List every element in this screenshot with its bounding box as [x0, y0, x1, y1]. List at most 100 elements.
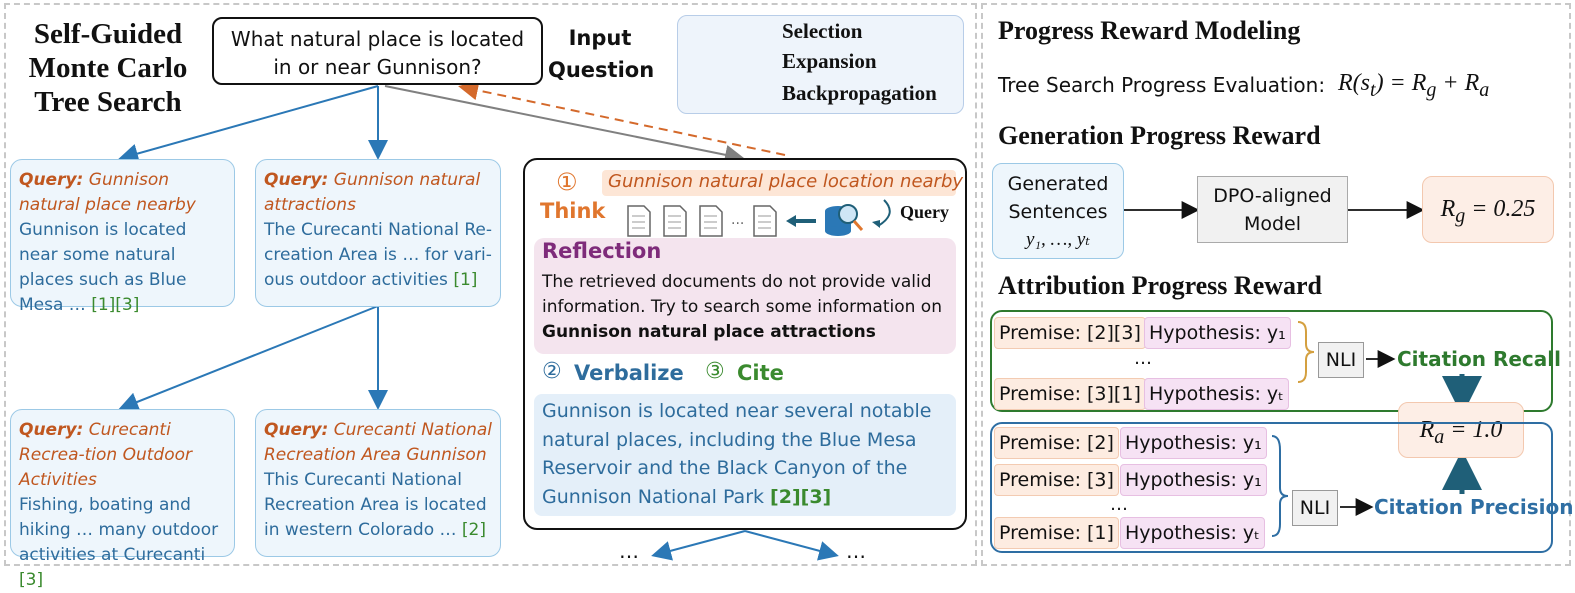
query-tool-label: Query — [900, 202, 949, 222]
query-label: Query: — [264, 170, 329, 190]
citation: [1][3] — [91, 295, 140, 315]
premise-pill: Premise: [1] — [994, 517, 1119, 549]
step-1-marker: ① — [556, 168, 578, 196]
legend-box — [677, 15, 964, 114]
premise-pill: Premise: [2] — [994, 427, 1119, 459]
reflection-body: The retrieved documents do not provide v… — [542, 272, 942, 317]
step-3-marker: ③ — [705, 359, 725, 384]
gen-box-line: y₁, …, yₜ — [1025, 229, 1091, 250]
reflection-box — [534, 238, 956, 354]
hypothesis-text: Hypothesis: yₜ — [1149, 383, 1284, 405]
eval-formula: R(st) = Rg + Ra — [1338, 70, 1490, 101]
reflection-text: The retrieved documents do not provide v… — [542, 270, 952, 345]
input-label-line: Question — [548, 58, 655, 82]
think-query-box — [602, 170, 956, 196]
query-text: Gunnison natural attractions — [264, 170, 481, 215]
verbalize-answer-box — [534, 394, 956, 516]
citation: [2] — [461, 520, 487, 540]
hypothesis-pill: Hypothesis: yₜ — [1120, 517, 1265, 549]
cite-label: Cite — [737, 361, 784, 385]
precision-brace — [1271, 435, 1289, 537]
ra-value-box: Ra = 1.0 — [1398, 402, 1524, 458]
ellipsis: … — [619, 539, 639, 563]
node-answer: Gunnison is located near some natural pl… — [19, 220, 187, 315]
premise-pill: Premise: [3] — [994, 464, 1119, 496]
hypothesis-pill: Hypothesis: y₁ — [1120, 464, 1267, 496]
premise-pill: Premise: [2][3] — [994, 317, 1146, 349]
gen-box-line: Sentences — [1008, 201, 1108, 223]
left-title: Self-Guided Monte Carlo Tree Search — [18, 17, 198, 119]
rg-value-box: Rg = 0.25 — [1422, 176, 1554, 243]
hypothesis-text: Hypothesis: y₁ — [1125, 469, 1262, 491]
hypothesis-text: Hypothesis: yₜ — [1125, 522, 1260, 544]
node-answer: This Curecanti National Recreation Area … — [264, 470, 487, 540]
nli-box: NLI — [1318, 342, 1364, 378]
citation: [2][3] — [770, 485, 832, 508]
legend-backprop-label: Backpropagation — [782, 81, 937, 105]
query-text: Gunnison natural place nearby — [19, 170, 196, 215]
node-answer: The Curecanti National Re-creation Area … — [264, 220, 492, 290]
right-panel-border — [981, 3, 1571, 566]
input-question-box: What natural place is located in or near… — [212, 17, 543, 85]
ellipsis: … — [1110, 494, 1128, 515]
question-text: What natural place is located in or near… — [230, 27, 525, 79]
think-label: Think — [540, 199, 606, 223]
hypothesis-pill: Hypothesis: y₁ — [1120, 427, 1267, 459]
svg-text:···: ··· — [731, 216, 744, 232]
legend-expansion-label: Expansion — [782, 49, 877, 73]
query-text: Curecanti Recrea-tion Outdoor Activities — [19, 420, 192, 490]
reflection-bold-query: Gunnison natural place attractions — [542, 322, 876, 342]
query-label: Query: — [19, 420, 84, 440]
recall-brace — [1297, 321, 1315, 383]
expansion-edge — [744, 530, 839, 561]
verbalize-answer: Gunnison is located near several notable… — [542, 397, 954, 511]
query-label: Query: — [264, 420, 329, 440]
tree-node: Query: Curecanti National Recreation Are… — [255, 409, 501, 557]
query-text: Curecanti National Recreation Area Gunni… — [264, 420, 493, 465]
left-title-line: Tree Search — [34, 86, 182, 118]
dpo-box-line: Model — [1243, 213, 1302, 235]
attr-title: Attribution Progress Reward — [998, 271, 1323, 300]
left-title-line: Self-Guided — [33, 18, 183, 50]
input-label-line: Input — [568, 26, 632, 50]
selection-edge — [384, 85, 745, 165]
nli-box: NLI — [1292, 490, 1338, 526]
citation-recall-group — [990, 310, 1553, 412]
left-title-line: Monte Carlo — [28, 52, 188, 84]
legend-selection-label: Selection — [782, 19, 863, 43]
tree-node: Query: Curecanti Recrea-tion Outdoor Act… — [10, 409, 235, 590]
think-query-text: Gunnison natural place location nearby — [608, 171, 964, 192]
citation: [3] — [19, 570, 44, 590]
citation-precision-label: Citation Precision — [1374, 495, 1574, 519]
expansion-edge — [118, 305, 379, 412]
premise-pill: Premise: [3][1] — [994, 378, 1146, 410]
generated-sentences-box: Generated Sentences y₁, …, yₜ — [992, 163, 1124, 259]
verbalize-label: Verbalize — [574, 361, 684, 385]
query-label: Query: — [19, 170, 84, 190]
gen-box-line: Generated — [1007, 173, 1109, 195]
citation-recall-label: Citation Recall — [1397, 347, 1561, 371]
citation-precision-group — [990, 422, 1553, 553]
dpo-model-box: DPO-aligned Model — [1197, 176, 1348, 243]
tree-node: Query: Gunnison natural place nearby Gun… — [10, 159, 235, 315]
gen-title: Generation Progress Reward — [998, 121, 1321, 150]
tree-node: Query: Gunnison natural attractions The … — [255, 159, 501, 307]
eval-label: Tree Search Progress Evaluation: — [998, 73, 1326, 97]
hypothesis-pill: Hypothesis: y₁ — [1144, 317, 1291, 349]
node-answer: Fishing, boating and hiking … many outdo… — [19, 495, 219, 565]
hypothesis-text: Hypothesis: y₁ — [1149, 322, 1286, 344]
left-panel-border — [4, 3, 977, 566]
expansion-edge — [118, 85, 379, 164]
ellipsis: … — [846, 539, 866, 563]
dpo-box-line: DPO-aligned — [1213, 185, 1332, 207]
citation: [1] — [453, 270, 478, 290]
expansion-edge — [651, 530, 746, 561]
right-title: Progress Reward Modeling — [998, 16, 1301, 45]
step-2-marker: ② — [542, 359, 562, 384]
input-question-label: Input Question — [548, 22, 655, 86]
verbalize-answer-text: Gunnison is located near several notable… — [542, 400, 932, 508]
reflection-label: Reflection — [542, 239, 662, 263]
hypothesis-pill: Hypothesis: yₜ — [1144, 378, 1289, 410]
hypothesis-text: Hypothesis: y₁ — [1125, 432, 1262, 454]
ellipsis: … — [1134, 348, 1152, 369]
